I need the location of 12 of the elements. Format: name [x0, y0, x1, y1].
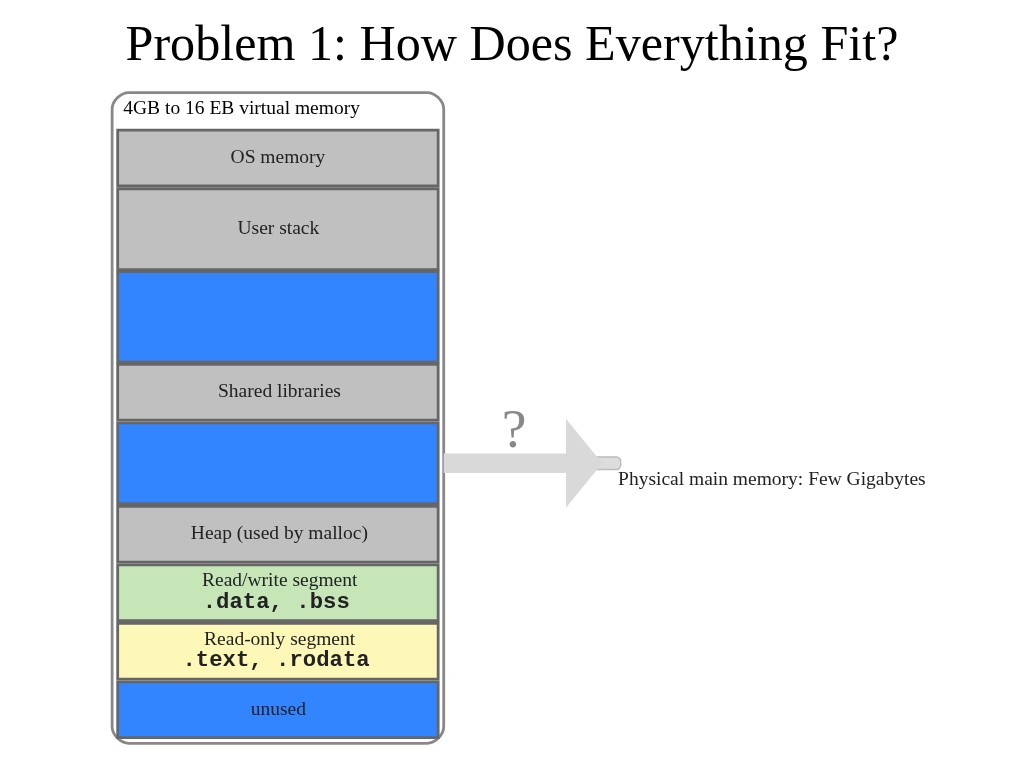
node-bar	[116, 269, 440, 364]
node-box: Shared libraries	[116, 362, 440, 421]
diagram-title: Problem 1: How Does Everything Fit?	[125, 14, 899, 71]
node-bar	[116, 420, 440, 505]
node-box: Heap (used by malloc)	[116, 504, 440, 564]
node-box: OS memory	[116, 128, 440, 187]
node-box: User stack	[116, 186, 440, 271]
node-box: Read-only segment .text, .rodata	[116, 621, 440, 681]
node-box: unused	[116, 680, 440, 739]
node-label: Physical main memory: Few Gigabytes	[618, 467, 926, 489]
node-box: Read/write segment .data, .bss	[116, 563, 440, 622]
edge-label: ?	[501, 396, 527, 458]
